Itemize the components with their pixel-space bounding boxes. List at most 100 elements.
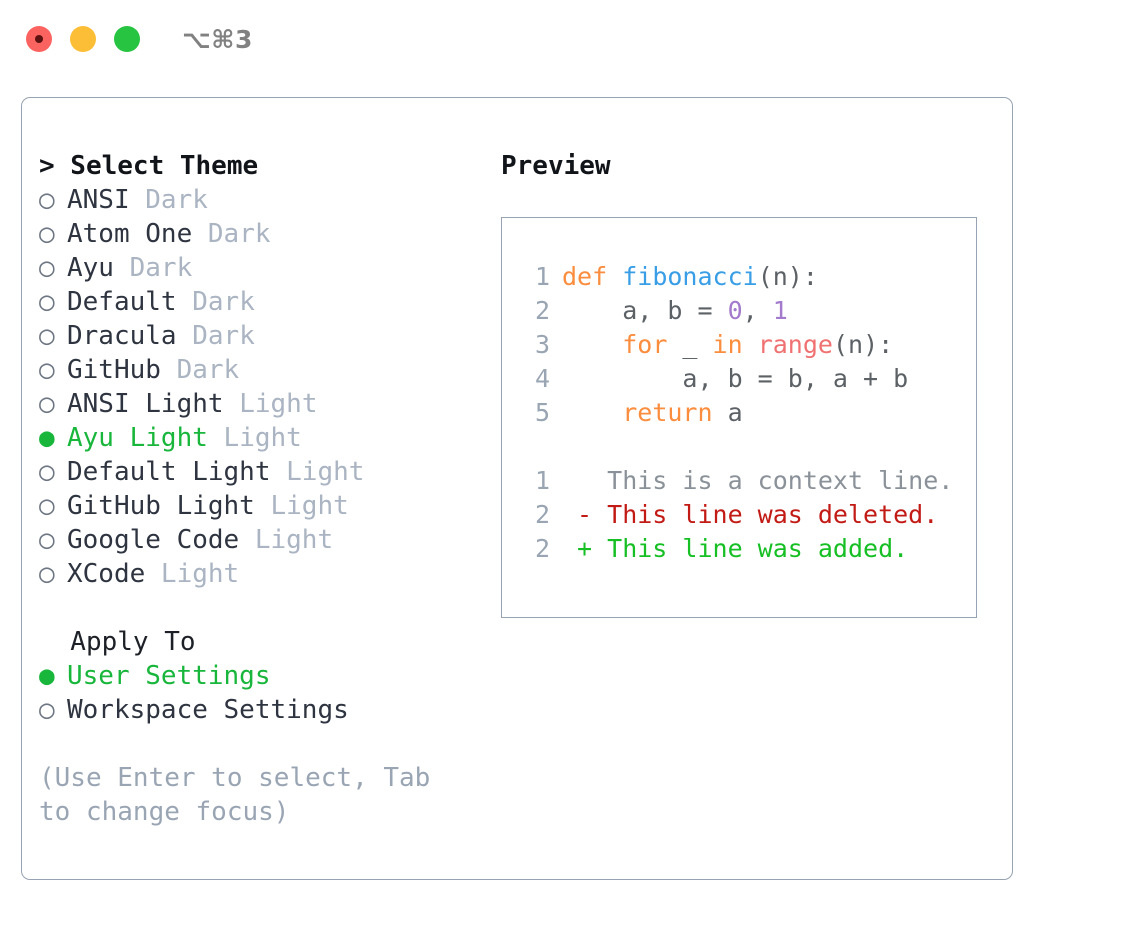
diff-line-added: 2 + This line was added. xyxy=(520,532,976,566)
theme-option-label: Dracula xyxy=(67,321,177,351)
apply-to-option-label: Workspace Settings xyxy=(67,695,349,725)
theme-option-github[interactable]: ○ GitHub Dark xyxy=(39,353,469,387)
theme-variant-tag: Dark xyxy=(176,321,255,351)
section-spacer xyxy=(39,591,469,625)
line-number: 2 xyxy=(534,500,550,529)
diff-line-deleted: 2 - This line was deleted. xyxy=(520,498,976,532)
theme-option-default[interactable]: ○ Default Dark xyxy=(39,285,469,319)
theme-option-label: Atom One xyxy=(67,219,193,249)
theme-option-google-code[interactable]: ○ Google Code Light xyxy=(39,523,469,557)
line-number: 1 xyxy=(534,466,550,495)
keyboard-shortcut-label: ⌥⌘3 xyxy=(182,24,253,54)
radio-unselected-icon: ○ xyxy=(39,321,55,351)
theme-option-atom-one[interactable]: ○ Atom One Dark xyxy=(39,217,469,251)
theme-picker-column: > Select Theme ○ANSI Dark○Atom One Dark○… xyxy=(39,149,469,829)
minimize-button-icon[interactable] xyxy=(70,26,96,52)
theme-variant-tag: Light xyxy=(223,389,318,419)
window-controls xyxy=(26,26,140,52)
theme-option-label: Google Code xyxy=(67,525,240,555)
diff-line-context: 1 This is a context line. xyxy=(520,464,976,498)
radio-unselected-icon: ○ xyxy=(39,219,55,249)
radio-selected-icon: ● xyxy=(39,661,55,691)
theme-option-ansi[interactable]: ○ANSI Dark xyxy=(39,183,469,217)
theme-option-label: Default xyxy=(67,287,177,317)
code-line: 1 def fibonacci(n): xyxy=(520,260,976,294)
theme-option-github-light[interactable]: ○ GitHub Light Light xyxy=(39,489,469,523)
zoom-button-icon[interactable] xyxy=(114,26,140,52)
title-bar: ⌥⌘3 xyxy=(0,0,1140,78)
theme-option-list: ○ANSI Dark○Atom One Dark○Ayu Dark○Defaul… xyxy=(39,183,469,591)
theme-variant-tag: Light xyxy=(239,525,334,555)
radio-unselected-icon: ○ xyxy=(39,253,55,283)
theme-option-label: Ayu Light xyxy=(67,423,208,453)
code-line: 3 for _ in range(n): xyxy=(520,328,976,362)
theme-option-default-light[interactable]: ○Default Light Light xyxy=(39,455,469,489)
line-number: 2 xyxy=(534,534,550,563)
theme-option-ansi-light[interactable]: ○ANSI Light Light xyxy=(39,387,469,421)
line-number: 4 xyxy=(534,364,550,393)
radio-unselected-icon: ○ xyxy=(39,287,55,317)
code-token-kw: def xyxy=(562,262,623,291)
main-panel: > Select Theme ○ANSI Dark○Atom One Dark○… xyxy=(21,97,1013,880)
theme-option-label: ANSI Light xyxy=(67,389,224,419)
code-line-content: return a xyxy=(562,396,742,430)
theme-option-label: GitHub xyxy=(67,355,161,385)
apply-to-option-list: ● User Settings ○ Workspace Settings xyxy=(39,659,469,727)
theme-option-dracula[interactable]: ○ Dracula Dark xyxy=(39,319,469,353)
code-token-call: range xyxy=(757,330,833,359)
theme-option-label: Default Light xyxy=(67,457,271,487)
line-number: 5 xyxy=(534,398,550,427)
diff-line-content: - This line was deleted. xyxy=(562,500,939,529)
close-button-icon[interactable] xyxy=(26,26,52,52)
code-line: 4 a, b = b, a + b xyxy=(520,362,976,396)
code-line-content: a, b = 0, 1 xyxy=(562,294,788,328)
code-token-kw: return xyxy=(622,398,713,427)
code-token-plain xyxy=(743,330,758,359)
code-token-plain: a, b = b, a + b xyxy=(562,364,909,393)
apply-to-option-workspace-settings[interactable]: ○ Workspace Settings xyxy=(39,693,469,727)
radio-unselected-icon: ○ xyxy=(39,525,55,555)
radio-unselected-icon: ○ xyxy=(39,355,55,385)
preview-heading: Preview xyxy=(501,151,611,181)
code-line-content: a, b = b, a + b xyxy=(562,362,908,396)
code-token-plain xyxy=(562,330,622,359)
diff-line-content: + This line was added. xyxy=(562,534,909,563)
theme-variant-tag: Light xyxy=(254,491,349,521)
line-number: 2 xyxy=(534,296,550,325)
theme-variant-tag: Dark xyxy=(129,185,208,215)
theme-option-ayu-light[interactable]: ● Ayu Light Light xyxy=(39,421,469,455)
code-token-num: 0 xyxy=(727,296,743,325)
theme-variant-tag: Dark xyxy=(176,287,255,317)
diff-line-content: This is a context line. xyxy=(562,466,954,495)
theme-variant-tag: Dark xyxy=(192,219,271,249)
code-token-plain: , xyxy=(742,296,773,325)
line-number: 3 xyxy=(534,330,550,359)
apply-to-option-user-settings[interactable]: ● User Settings xyxy=(39,659,469,693)
keyboard-hint-text: (Use Enter to select, Tab to change focu… xyxy=(39,763,446,827)
radio-unselected-icon: ○ xyxy=(39,185,55,215)
apply-to-option-label: User Settings xyxy=(67,661,271,691)
theme-option-label: XCode xyxy=(67,559,146,589)
line-number: 1 xyxy=(534,262,550,291)
theme-option-label: GitHub Light xyxy=(67,491,255,521)
code-line: 5 return a xyxy=(520,396,976,430)
theme-variant-tag: Light xyxy=(207,423,302,453)
theme-variant-tag: Dark xyxy=(113,253,193,283)
theme-option-xcode[interactable]: ○XCode Light xyxy=(39,557,469,591)
radio-selected-icon: ● xyxy=(39,423,55,453)
select-theme-heading: > Select Theme xyxy=(39,151,259,181)
theme-option-label: Ayu xyxy=(67,253,114,283)
code-token-plain xyxy=(562,398,622,427)
apply-to-heading: Apply To xyxy=(39,627,196,657)
code-token-num: 1 xyxy=(772,296,788,325)
radio-unselected-icon: ○ xyxy=(39,491,55,521)
theme-option-ayu[interactable]: ○ Ayu Dark xyxy=(39,251,469,285)
code-line-content: def fibonacci(n): xyxy=(562,260,818,294)
radio-unselected-icon: ○ xyxy=(39,695,55,725)
code-diff-spacer xyxy=(520,430,976,464)
theme-variant-tag: Light xyxy=(145,559,240,589)
theme-variant-tag: Dark xyxy=(160,355,240,385)
